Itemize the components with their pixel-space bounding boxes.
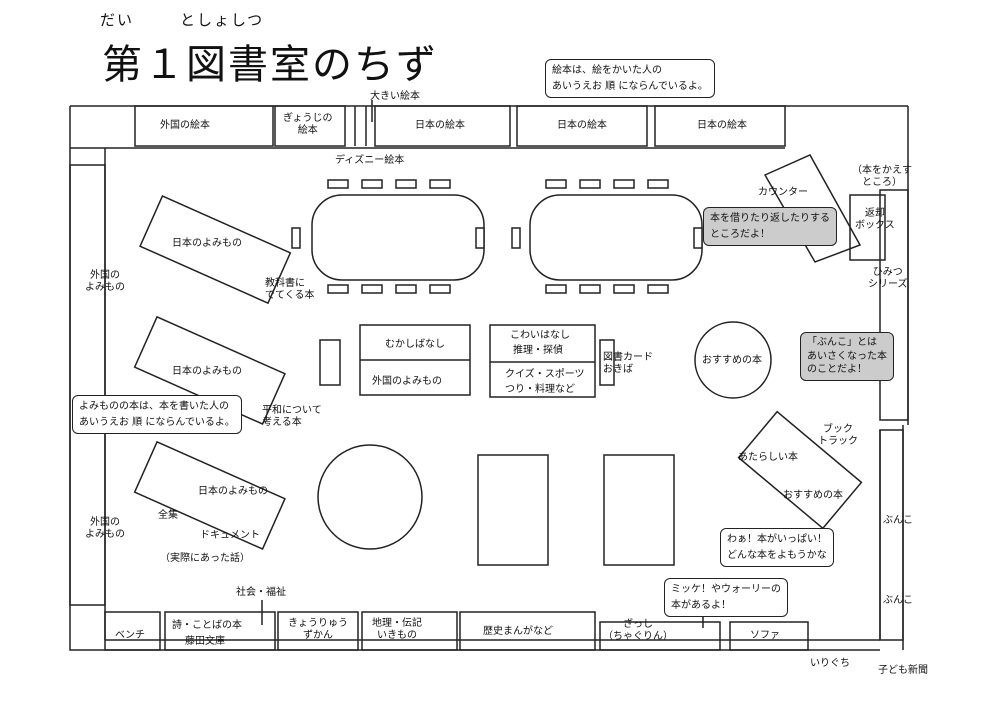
shelf-nihon-ehon-2 (516, 105, 648, 147)
label-nihon-yomi-2: 日本のよみもの (172, 366, 242, 377)
label-kodomo: 子ども新聞 (878, 665, 928, 676)
label-nihon-yomi-3: 日本のよみもの (198, 486, 268, 497)
label-chiri: 地理・伝記いきもの (372, 618, 422, 641)
label-gaikoku-yomi-1: 外国のよみもの (85, 270, 125, 293)
label-quiz: クイズ・スポーツ (505, 369, 585, 380)
label-kowai: こわいはなし (510, 330, 570, 341)
shelf-gaikoku-ehon (134, 105, 274, 147)
label-document: ドキュメント (200, 530, 260, 541)
label-nihon-ehon-1: 日本の絵本 (415, 120, 465, 131)
round-table (317, 444, 423, 550)
label-card: 図書カードおきば (603, 352, 653, 375)
table-2 (529, 194, 703, 281)
label-counter: カウンター (758, 187, 808, 198)
label-gaikoku-yomi-3: 外国のよみもの (372, 376, 442, 387)
label-kyoukasho: 教科書にでてくる本 (265, 278, 315, 301)
label-return-box: 返却ボックス (855, 208, 895, 231)
label-nihon-ehon-3: 日本の絵本 (697, 120, 747, 131)
label-nihon-yomi-1: 日本のよみもの (172, 238, 242, 249)
label-fujita: 藤田文庫 (185, 636, 225, 647)
label-atarashii: あたらしい本 (738, 452, 798, 463)
shelf-gyouji (274, 105, 346, 147)
label-gaikoku-ehon: 外国の絵本 (160, 120, 210, 131)
title-ruby-dai: だい (100, 11, 135, 29)
shelf-nihon-ehon-3 (654, 105, 786, 147)
note-counter: 本を借りたり返したりする ところだよ！ (703, 207, 837, 246)
page-title: 第１図書室のちず (102, 42, 438, 88)
label-ookii-ehon: 大きい絵本 (370, 91, 420, 102)
label-osusume-round: おすすめの本 (702, 355, 762, 366)
label-himitsu: ひみつシリーズ (868, 267, 908, 290)
label-suiri: 推理・探偵 (513, 345, 563, 356)
osusume-circle (694, 321, 772, 399)
shelf-nihon-ehon-1 (374, 105, 511, 147)
label-shi: 詩・ことばの本 (172, 620, 242, 631)
label-bench: ベンチ (115, 630, 145, 641)
label-shakai: 社会・福祉 (236, 587, 286, 598)
label-return-place: （本をかえすところ） (852, 165, 912, 188)
label-osusume-truck: おすすめの本 (783, 490, 843, 501)
label-booktruck: ブックトラック (818, 424, 858, 447)
table-1 (311, 194, 485, 281)
label-bunko-1: ぶんこ (883, 515, 913, 526)
label-gaikoku-yomi-2: 外国のよみもの (85, 517, 125, 540)
label-disney: ディズニー絵本 (335, 155, 405, 166)
label-sofa: ソファ (750, 630, 780, 641)
note-mikke: ミッケ！やウォーリーの 本があるよ！ (664, 578, 788, 617)
label-tsuri: つり・料理など (505, 384, 575, 395)
label-kyouryu: きょうりゅうずかん (288, 618, 348, 641)
label-heiwa: 平和について考える本 (262, 405, 322, 428)
label-iriguchi: いりぐち (810, 658, 850, 669)
title-ruby-toshoshitsu: としょしつ (180, 11, 265, 29)
label-zenshu: 全集 (158, 510, 178, 521)
note-bunko: 「ぶんこ」とは あいさくなった本 のことだよ！ (800, 332, 894, 381)
note-reading: よみものの本は、本を書いた人の あいうえお 順 にならんでいるよ。 (72, 395, 242, 434)
note-picturebook: 絵本は、絵をかいた人の あいうえお 順 にならんでいるよ。 (545, 59, 715, 98)
label-gyouji: ぎょうじの絵本 (283, 113, 333, 136)
label-jitsuwa: （実際にあった話） (160, 553, 250, 564)
label-mukashi: むかしばなし (385, 339, 445, 350)
label-nihon-ehon-2: 日本の絵本 (557, 120, 607, 131)
chairs (291, 179, 703, 294)
label-rekishi: 歴史まんがなど (483, 626, 553, 637)
note-lots: わぁ！本がいっぱい！ どんな本をよもうかな (720, 528, 834, 567)
label-bunko-2: ぶんこ (883, 595, 913, 606)
label-zasshi: ざっし（ちゃぐりん） (603, 619, 673, 642)
